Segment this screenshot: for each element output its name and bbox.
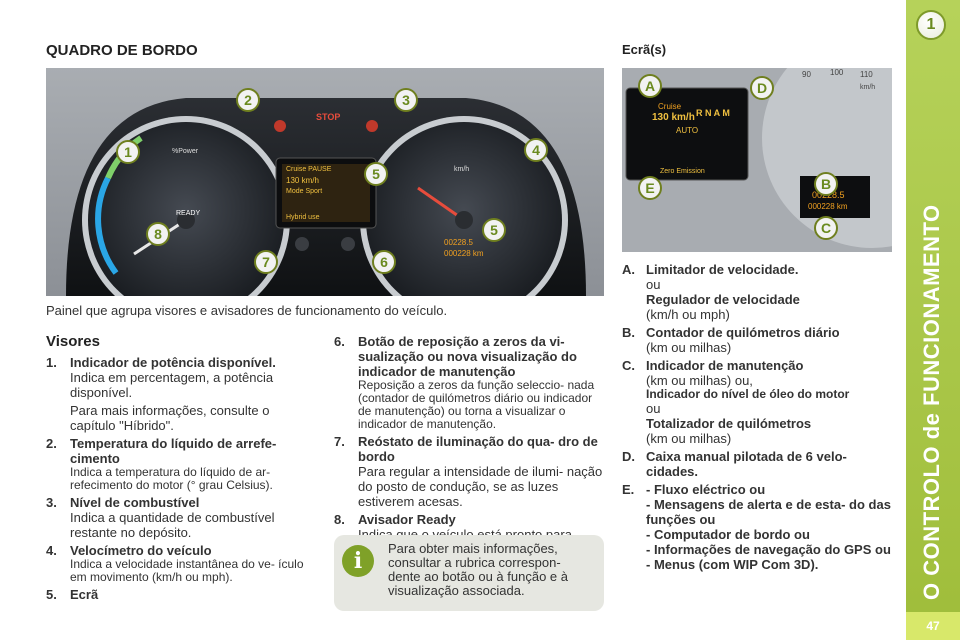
dashboard-illustration: %Power READY STOP km/h Cruise PAUSE 130 …	[46, 68, 604, 296]
stop-label: STOP	[316, 112, 341, 122]
control-item-7: 7.Reóstato de iluminação do qua- dro de …	[334, 434, 603, 509]
visor-item-3: 3.Nível de combustível Indica a quantida…	[46, 495, 275, 540]
screen-odometer-2: 000228 km	[808, 202, 848, 211]
callout-4: 4	[524, 138, 548, 162]
callout-8: 8	[146, 222, 170, 246]
dashboard-svg	[66, 98, 586, 296]
chapter-number-badge: 1	[916, 10, 946, 40]
dashboard-caption: Painel que agrupa visores e avisadores d…	[46, 303, 448, 318]
screen-speed-tick-3: 110	[860, 70, 873, 79]
center-display-line-2: 130 km/h	[286, 176, 319, 185]
right-gauge-face	[366, 122, 562, 296]
info-icon: i	[342, 545, 374, 577]
ready-label: READY	[176, 210, 201, 217]
legend-E-sub-1: - Mensagens de alerta e de esta- do das …	[646, 497, 891, 527]
legend-E: E.- Fluxo eléctrico ou - Mensagens de al…	[622, 482, 894, 572]
info-note: i Para obter mais informações, consultar…	[334, 535, 604, 611]
control-item-6: 6.Botão de reposição a zeros da vi- sual…	[334, 334, 595, 431]
screens-legend-column: A.Limitador de velocidade. ou Regulador …	[622, 262, 894, 575]
screen-speed: 130 km/h	[652, 112, 695, 123]
page-title: QUADRO DE BORDO	[46, 42, 198, 59]
legend-C: C.Indicador de manutenção (km ou milhas)…	[622, 358, 850, 446]
visor-item-5: 5.Ecrã	[46, 587, 99, 602]
odometer-line-1: 00228.5	[444, 238, 473, 247]
screen-auto: AUTO	[676, 126, 699, 135]
right-needle-light	[366, 120, 378, 132]
rheostat-button	[341, 237, 355, 251]
left-gauge-top-label: %Power	[172, 148, 199, 155]
center-display-line-1: Cruise PAUSE	[286, 166, 332, 173]
center-display-line-3: Mode Sport	[286, 188, 323, 195]
screen-cruise: Cruise	[658, 102, 682, 111]
callout-A: A	[638, 74, 662, 98]
callout-6: 6	[372, 250, 396, 274]
legend-E-sub-2: - Computador de bordo ou	[646, 527, 810, 542]
screen-gear: R N A M	[696, 108, 730, 118]
legend-A: A.Limitador de velocidade. ou Regulador …	[622, 262, 800, 322]
charge-arc	[95, 176, 119, 275]
visores-column: Visores 1.Indicador de potência disponív…	[46, 334, 316, 605]
center-display	[275, 157, 377, 229]
right-gauge-unit: km/h	[454, 166, 470, 173]
callout-7: 7	[254, 250, 278, 274]
info-note-text: Para obter mais informações, consultar a…	[388, 541, 568, 598]
screen-speed-unit: km/h	[860, 84, 876, 91]
legend-E-sub-3: - Informações de navegação do GPS ou	[646, 542, 891, 557]
legend-B: B.Contador de quilómetros diário (km ou …	[622, 325, 840, 355]
right-needle	[417, 186, 465, 222]
callout-2: 2	[236, 88, 260, 112]
center-display-line-4: Hybrid use	[286, 214, 320, 221]
page-number: 47	[906, 612, 960, 640]
trip-reset-button	[295, 237, 309, 251]
visores-heading: Visores	[46, 333, 100, 350]
legend-E-sub-4: - Menus (com WIP Com 3D).	[646, 557, 819, 572]
odometer-line-2: 000228 km	[444, 249, 484, 258]
screen-speed-tick-2: 100	[830, 68, 844, 77]
chapter-sidebar	[906, 0, 960, 640]
visor-item-1: 1.Indicador de potência disponível. Indi…	[46, 355, 276, 433]
callout-5a: 5	[364, 162, 388, 186]
multifunction-display	[625, 87, 749, 181]
callout-5b: 5	[482, 218, 506, 242]
controls-column: 6.Botão de reposição a zeros da vi- sual…	[334, 334, 604, 560]
left-needle-light	[274, 120, 286, 132]
legend-D: D.Caixa manual pilotada de 6 velo- cidad…	[622, 449, 847, 479]
callout-3: 3	[394, 88, 418, 112]
visor-item-4: 4.Velocímetro do veículo Indica a veloci…	[46, 543, 304, 584]
callout-E: E	[638, 176, 662, 200]
callout-B: B	[814, 172, 838, 196]
screen-zero-emission: Zero Emission	[660, 168, 705, 175]
chapter-title: O CONTROLO de FUNCIONAMENTO	[919, 204, 944, 600]
screens-illustration: Cruise 130 km/h R N A M AUTO Zero Emissi…	[622, 68, 892, 252]
callout-D: D	[750, 76, 774, 100]
callout-1: 1	[116, 140, 140, 164]
visor-item-2: 2.Temperatura do líquido de arrefe- cime…	[46, 436, 277, 492]
callout-C: C	[814, 216, 838, 240]
screens-title: Ecrã(s)	[622, 42, 667, 57]
screen-speed-tick-1: 90	[802, 70, 811, 79]
